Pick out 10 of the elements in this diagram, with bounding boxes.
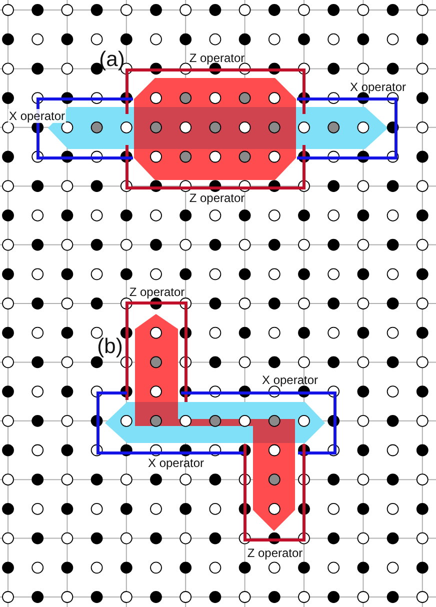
operator-label: X operator bbox=[8, 109, 66, 123]
operator-label: X operator bbox=[348, 80, 408, 94]
operator-label: Z operator bbox=[128, 285, 186, 299]
panel-label: (a) bbox=[99, 48, 125, 72]
operator-label: X operator bbox=[146, 456, 206, 470]
operator-label: Z operator bbox=[188, 191, 246, 205]
operator-label: Z operator bbox=[246, 546, 304, 560]
operator-label: Z operator bbox=[188, 51, 246, 65]
panel-label: (b) bbox=[97, 335, 123, 359]
operator-label: X operator bbox=[260, 373, 320, 387]
